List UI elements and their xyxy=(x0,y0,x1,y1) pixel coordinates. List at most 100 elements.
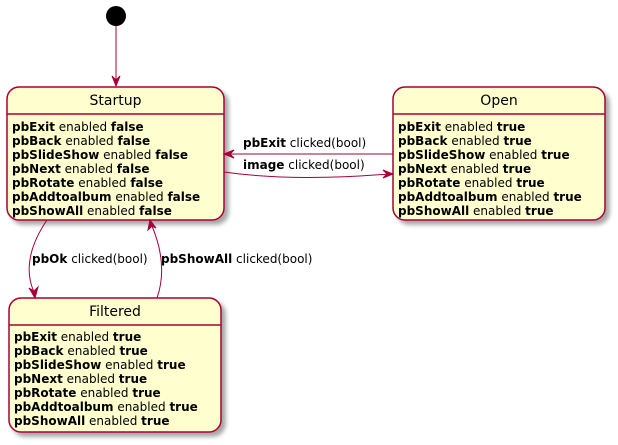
prop-attribute: enabled xyxy=(59,120,107,134)
prop-attribute: enabled xyxy=(67,372,115,386)
prop-name: pbAddtoalbum xyxy=(14,400,113,414)
prop-value: true xyxy=(119,344,147,358)
prop-attribute: enabled xyxy=(451,134,499,148)
prop-name: pbExit xyxy=(12,120,55,134)
transition-startup-to-open-arrowhead xyxy=(382,169,395,179)
transition-open-to-startup-arrowhead xyxy=(222,149,235,159)
prop-attribute: enabled xyxy=(445,120,493,134)
state-open-title: Open xyxy=(480,93,517,109)
transition-filtered-to-startup-trigger: pbShowAll xyxy=(161,252,232,266)
prop-value: false xyxy=(117,134,150,148)
prop-attribute: enabled xyxy=(464,176,512,190)
state-startup-prop-line: pbExit enabled false xyxy=(12,120,144,134)
prop-name: pbShowAll xyxy=(398,204,469,218)
prop-name: pbAddtoalbum xyxy=(398,190,497,204)
transition-open-to-startup-label: pbExit clicked(bool) xyxy=(243,136,366,150)
state-startup-prop-line: pbShowAll enabled false xyxy=(12,204,172,218)
state-open-prop-line: pbBack enabled true xyxy=(398,134,532,148)
prop-value: true xyxy=(169,400,197,414)
prop-attribute: enabled xyxy=(80,386,128,400)
prop-name: pbShowAll xyxy=(14,414,85,428)
prop-attribute: enabled xyxy=(501,190,549,204)
prop-attribute: enabled xyxy=(103,148,151,162)
state-filtered-prop-line: pbShowAll enabled true xyxy=(14,414,170,428)
prop-name: pbRotate xyxy=(398,176,460,190)
transition-startup-to-open-event: clicked(bool) xyxy=(288,158,364,172)
transition-open-to-startup-event: clicked(bool) xyxy=(290,136,366,150)
prop-name: pbAddtoalbum xyxy=(12,190,111,204)
prop-name: pbNext xyxy=(14,372,63,386)
prop-attribute: enabled xyxy=(451,162,499,176)
prop-value: true xyxy=(525,204,553,218)
transition-startup-to-filtered-event: clicked(bool) xyxy=(71,252,147,266)
prop-attribute: enabled xyxy=(89,414,137,428)
state-filtered-prop-line: pbAddtoalbum enabled true xyxy=(14,400,198,414)
transition-startup-to-filtered-curve xyxy=(28,219,48,293)
state-startup-prop-line: pbBack enabled false xyxy=(12,134,150,148)
prop-name: pbBack xyxy=(14,344,65,358)
state-startup-prop-line: pbAddtoalbum enabled false xyxy=(12,190,200,204)
state-open-prop-line: pbRotate enabled true xyxy=(398,176,545,190)
state-open-prop-line: pbAddtoalbum enabled true xyxy=(398,190,582,204)
state-filtered-prop-line: pbNext enabled true xyxy=(14,372,147,386)
initial-transition-arrowhead xyxy=(111,75,121,88)
transition-filtered-to-startup-curve xyxy=(151,225,162,299)
state-filtered-prop-line: pbExit enabled true xyxy=(14,330,141,344)
prop-attribute: enabled xyxy=(105,358,153,372)
state-filtered-prop-line: pbRotate enabled true xyxy=(14,386,161,400)
state-startup-prop-line: pbSlideShow enabled false xyxy=(12,148,188,162)
prop-name: pbRotate xyxy=(12,176,74,190)
prop-value: true xyxy=(157,358,185,372)
state-open-prop-line: pbShowAll enabled true xyxy=(398,204,554,218)
prop-value: false xyxy=(167,190,200,204)
prop-name: pbSlideShow xyxy=(398,148,485,162)
initial-state-dot xyxy=(106,6,126,26)
prop-value: true xyxy=(132,386,160,400)
state-open-prop-line: pbExit enabled true xyxy=(398,120,525,134)
transition-startup-to-filtered-trigger: pbOk xyxy=(32,252,68,266)
prop-name: pbExit xyxy=(398,120,441,134)
state-open-prop-line: pbSlideShow enabled true xyxy=(398,148,570,162)
transition-filtered-to-startup-event: clicked(bool) xyxy=(236,252,312,266)
transition-filtered-to-startup-arrowhead xyxy=(147,218,157,232)
transition-open-to-startup-trigger: pbExit xyxy=(243,136,286,150)
prop-value: false xyxy=(130,176,163,190)
state-filtered-prop-line: pbBack enabled true xyxy=(14,344,148,358)
prop-attribute: enabled xyxy=(115,190,163,204)
prop-attribute: enabled xyxy=(61,330,109,344)
prop-attribute: enabled xyxy=(65,134,113,148)
state-open-prop-line: pbNext enabled true xyxy=(398,162,531,176)
prop-name: pbSlideShow xyxy=(14,358,101,372)
prop-attribute: enabled xyxy=(117,400,165,414)
prop-name: pbExit xyxy=(14,330,57,344)
prop-value: true xyxy=(497,120,525,134)
state-filtered-title: Filtered xyxy=(89,304,141,320)
prop-value: false xyxy=(139,204,172,218)
transition-startup-to-open-curve xyxy=(223,171,390,178)
prop-name: pbNext xyxy=(12,162,61,176)
prop-attribute: enabled xyxy=(87,204,135,218)
prop-value: true xyxy=(516,176,544,190)
state-startup-prop-line: pbRotate enabled false xyxy=(12,176,163,190)
prop-attribute: enabled xyxy=(489,148,537,162)
prop-value: true xyxy=(503,162,531,176)
prop-value: true xyxy=(503,134,531,148)
prop-value: false xyxy=(117,162,150,176)
prop-name: pbRotate xyxy=(14,386,76,400)
transition-startup-to-open-label: image clicked(bool) xyxy=(243,158,365,172)
transition-filtered-to-startup-label: pbShowAll clicked(bool) xyxy=(161,252,312,266)
prop-value: true xyxy=(141,414,169,428)
prop-name: pbNext xyxy=(398,162,447,176)
prop-value: true xyxy=(119,372,147,386)
state-filtered-box xyxy=(8,297,222,433)
state-startup-prop-line: pbNext enabled false xyxy=(12,162,150,176)
prop-name: pbBack xyxy=(12,134,63,148)
prop-attribute: enabled xyxy=(67,344,115,358)
prop-name: pbSlideShow xyxy=(12,148,99,162)
prop-name: pbBack xyxy=(398,134,449,148)
